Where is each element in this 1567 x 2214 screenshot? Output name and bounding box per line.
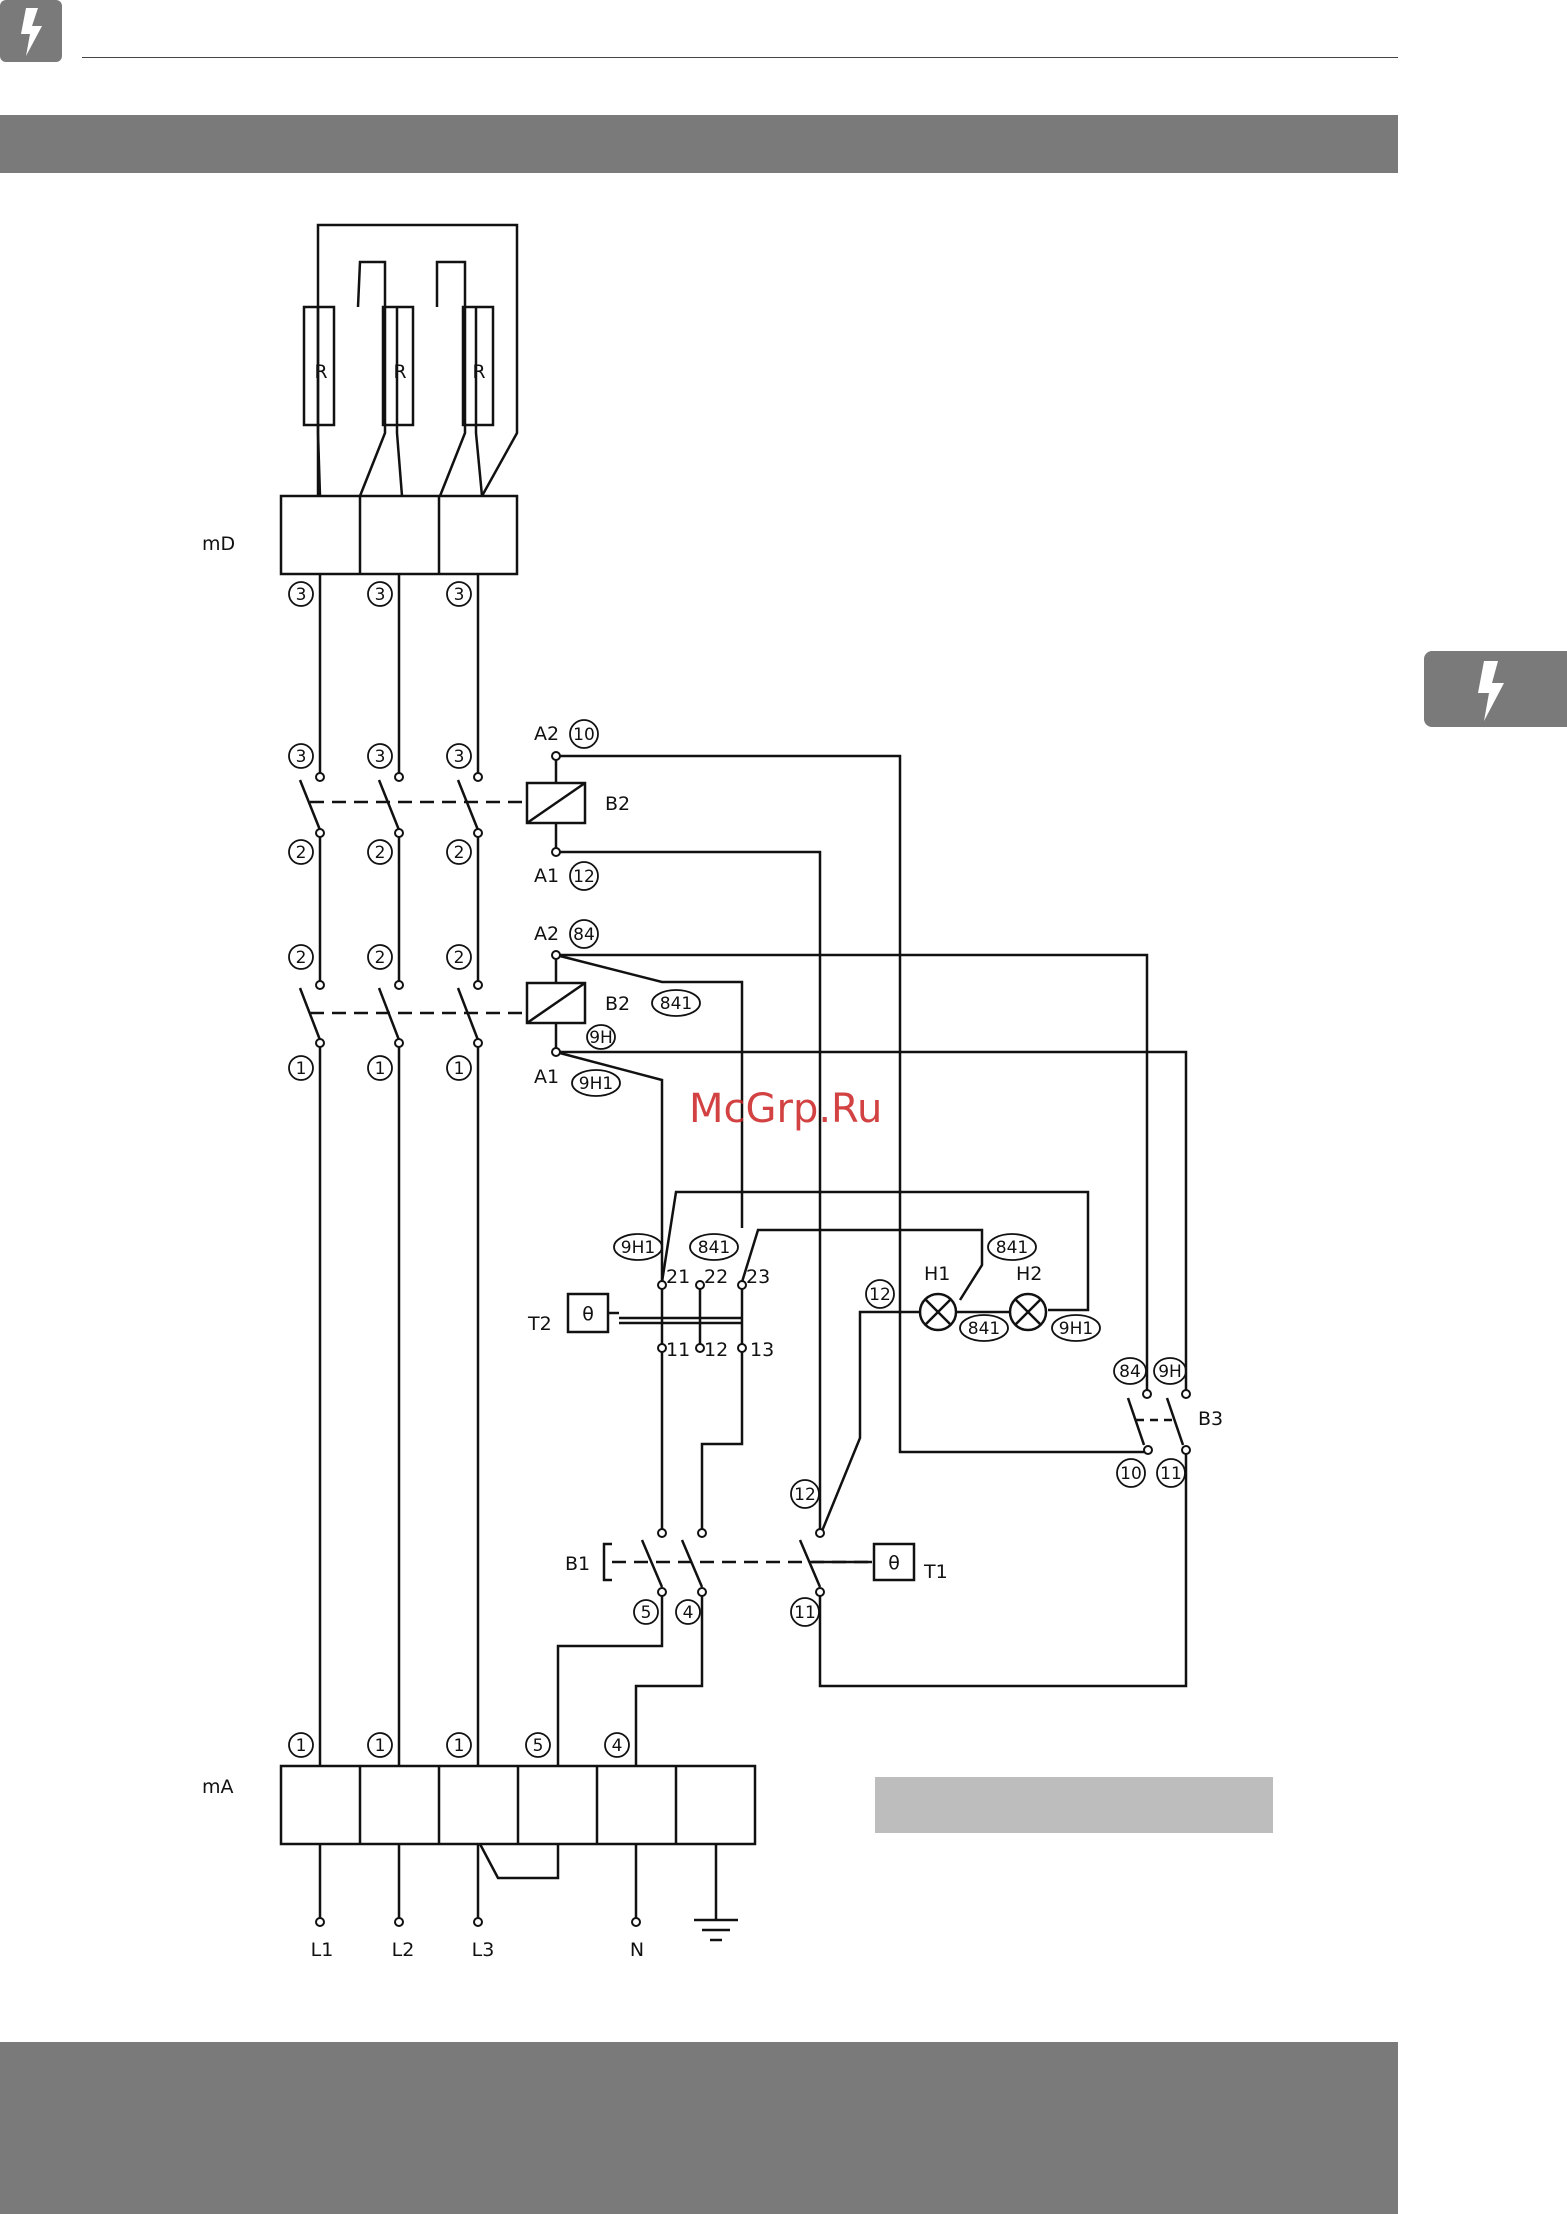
resistor-3-label: R — [472, 361, 485, 383]
resistor-2-label: R — [393, 361, 406, 383]
tag-9h: 9H — [1158, 1362, 1182, 1382]
tag-3: 3 — [375, 747, 386, 767]
thermostat-t1-theta: θ — [888, 1552, 900, 1574]
terminal-13: 13 — [750, 1339, 774, 1361]
tag-9h1: 9H1 — [579, 1074, 613, 1094]
legend-placeholder — [875, 1777, 1273, 1833]
tag-1: 1 — [296, 1059, 307, 1079]
tag-2: 2 — [454, 948, 465, 968]
contactor-b2-label: B2 — [605, 793, 630, 815]
tag-841: 841 — [660, 994, 692, 1014]
tag-3: 3 — [296, 585, 307, 605]
tag-841: 841 — [698, 1238, 730, 1258]
supply-n: N — [630, 1939, 644, 1961]
tag-1: 1 — [375, 1059, 386, 1079]
lamp-h1-label: H1 — [924, 1263, 950, 1285]
supply-l3: L3 — [472, 1939, 495, 1961]
tag-9h1: 9H1 — [621, 1238, 655, 1258]
tag-9h1: 9H1 — [1059, 1319, 1093, 1339]
tag-3: 3 — [375, 585, 386, 605]
terminal-23: 23 — [746, 1266, 770, 1288]
tag-10: 10 — [573, 725, 595, 745]
tag-4: 4 — [683, 1603, 694, 1623]
terminal-a1: A1 — [534, 1066, 559, 1088]
tag-3: 3 — [296, 747, 307, 767]
tag-4: 4 — [612, 1736, 623, 1756]
tag-3: 3 — [454, 585, 465, 605]
tag-11: 11 — [1160, 1464, 1182, 1484]
tag-1: 1 — [454, 1059, 465, 1079]
supply-l1: L1 — [311, 1939, 334, 1961]
thermostat-t2-label: T2 — [527, 1313, 552, 1335]
tag-3: 3 — [454, 747, 465, 767]
tag-841: 841 — [968, 1319, 1000, 1339]
tag-1: 1 — [375, 1736, 386, 1756]
thermostat-t1-label: T1 — [923, 1561, 948, 1583]
tag-2: 2 — [375, 948, 386, 968]
switch-b1-label: B1 — [565, 1553, 590, 1575]
tag-2: 2 — [296, 948, 307, 968]
tag-12: 12 — [869, 1285, 891, 1305]
tag-5: 5 — [533, 1736, 544, 1756]
terminal-12: 12 — [704, 1339, 728, 1361]
terminal-a1: A1 — [534, 865, 559, 887]
tag-10: 10 — [1120, 1464, 1142, 1484]
supply-l2: L2 — [392, 1939, 415, 1961]
tag-9h: 9H — [589, 1028, 613, 1048]
lamp-h2-label: H2 — [1016, 1263, 1042, 1285]
terminal-a2: A2 — [534, 723, 559, 745]
resistor-1-label: R — [314, 361, 327, 383]
watermark: McGrp.Ru — [689, 1086, 882, 1132]
tag-11: 11 — [794, 1603, 816, 1623]
tag-12: 12 — [794, 1485, 816, 1505]
tag-5: 5 — [641, 1603, 652, 1623]
terminal-a2: A2 — [534, 923, 559, 945]
tag-12: 12 — [573, 867, 595, 887]
block-ma-label: mA — [202, 1776, 234, 1798]
terminal-22: 22 — [704, 1266, 728, 1288]
relay-b3-label: B3 — [1198, 1408, 1223, 1430]
tag-841: 841 — [996, 1238, 1028, 1258]
tag-2: 2 — [296, 843, 307, 863]
tag-2: 2 — [454, 843, 465, 863]
tag-1: 1 — [454, 1736, 465, 1756]
tag-84: 84 — [573, 925, 595, 945]
thermostat-t2-theta: θ — [582, 1303, 594, 1325]
tag-84: 84 — [1119, 1362, 1141, 1382]
block-md-label: mD — [202, 533, 235, 555]
terminal-11: 11 — [666, 1339, 690, 1361]
tag-2: 2 — [375, 843, 386, 863]
tag-1: 1 — [296, 1736, 307, 1756]
contactor-b2-label: B2 — [605, 993, 630, 1015]
terminal-21: 21 — [666, 1266, 690, 1288]
